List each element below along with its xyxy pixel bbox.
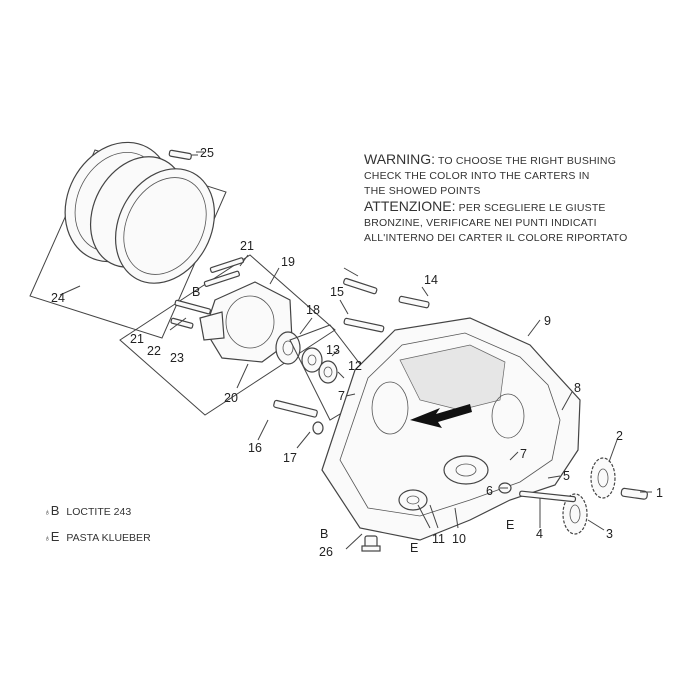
marker-b-pump: B: [192, 285, 200, 299]
callout-13: 13: [326, 343, 340, 357]
water-pump-assembly: [119, 254, 336, 416]
callout-14: 14: [424, 273, 438, 287]
marker-e-crankcase: E: [410, 541, 418, 555]
callout-10: 10: [452, 532, 466, 546]
legend-text: PASTA KLUEBER: [66, 532, 151, 544]
legend-item-klueber: ♁E PASTA KLUEBER: [44, 526, 151, 552]
callout-26: 26: [319, 545, 333, 559]
callout-8: 8: [574, 381, 581, 395]
legend-item-loctite: ♁B LOCTITE 243: [44, 500, 151, 526]
callout-12: 12: [348, 359, 362, 373]
callout-1: 1: [656, 486, 663, 500]
callout-5: 5: [563, 469, 570, 483]
shaft-4: [519, 490, 577, 503]
callout-23: 23: [170, 351, 184, 365]
sealant-markers: B B E E: [192, 285, 514, 555]
leader-lines: [59, 151, 652, 550]
callout-15: 15: [330, 285, 344, 299]
callout-17: 17: [283, 451, 297, 465]
gear-2: [590, 457, 616, 499]
legend-code: B: [50, 503, 60, 518]
attenzione-heading: ATTENZIONE:: [364, 198, 456, 214]
callout-19: 19: [281, 255, 295, 269]
pin-1: [620, 487, 648, 500]
callout-18: 18: [306, 303, 320, 317]
droplet-icon: ♁: [44, 507, 51, 517]
warning-line-2: CHECK THE COLOR INTO THE CARTERS IN: [364, 170, 590, 182]
callout-20: 20: [224, 391, 238, 405]
callout-2: 2: [616, 429, 623, 443]
callout-7b: 7: [520, 447, 527, 461]
bolt-25: [168, 149, 198, 161]
callout-22: 22: [147, 344, 161, 358]
marker-e-shaft: E: [506, 518, 514, 532]
callout-11: 11: [432, 532, 445, 546]
callout-21a: 21: [240, 239, 254, 253]
crankcase: [321, 317, 581, 541]
legend-text: LOCTITE 243: [66, 506, 132, 518]
callout-16: 16: [248, 441, 262, 455]
callout-21b: 21: [130, 332, 144, 346]
warning-line-3: THE SHOWED POINTS: [364, 185, 481, 197]
attenzione-line-1: PER SCEGLIERE LE GIUSTE: [458, 202, 606, 214]
callout-numbers: 1 2 3 4 5 6 7 7 8 9 10 11 12 13 14 15 16…: [51, 146, 663, 559]
droplet-icon: ♁: [44, 533, 51, 543]
attenzione-line-3: ALL'INTERNO DEI CARTER IL COLORE RIPORTA…: [364, 232, 628, 244]
callout-25: 25: [200, 146, 214, 160]
callout-7a: 7: [338, 389, 345, 403]
attenzione-line-2: BRONZINE, VERIFICARE NEI PUNTI INDICATI: [364, 217, 597, 229]
gear-3: [562, 493, 588, 535]
marker-b-plug: B: [320, 527, 328, 541]
callout-9: 9: [544, 314, 551, 328]
warning-note: WARNING: TO CHOOSE THE RIGHT BUSHING CHE…: [364, 152, 664, 246]
callout-3: 3: [606, 527, 613, 541]
callout-4: 4: [536, 527, 543, 541]
callout-6: 6: [486, 484, 493, 498]
plug-26: [361, 535, 381, 552]
warning-line-1: TO CHOOSE THE RIGHT BUSHING: [437, 155, 617, 167]
legend-code: E: [50, 529, 60, 544]
seal-bearing-group: [273, 277, 430, 435]
clutch-cover-assembly: [29, 141, 227, 339]
callout-24: 24: [51, 291, 65, 305]
warning-heading: WARNING:: [364, 151, 436, 167]
